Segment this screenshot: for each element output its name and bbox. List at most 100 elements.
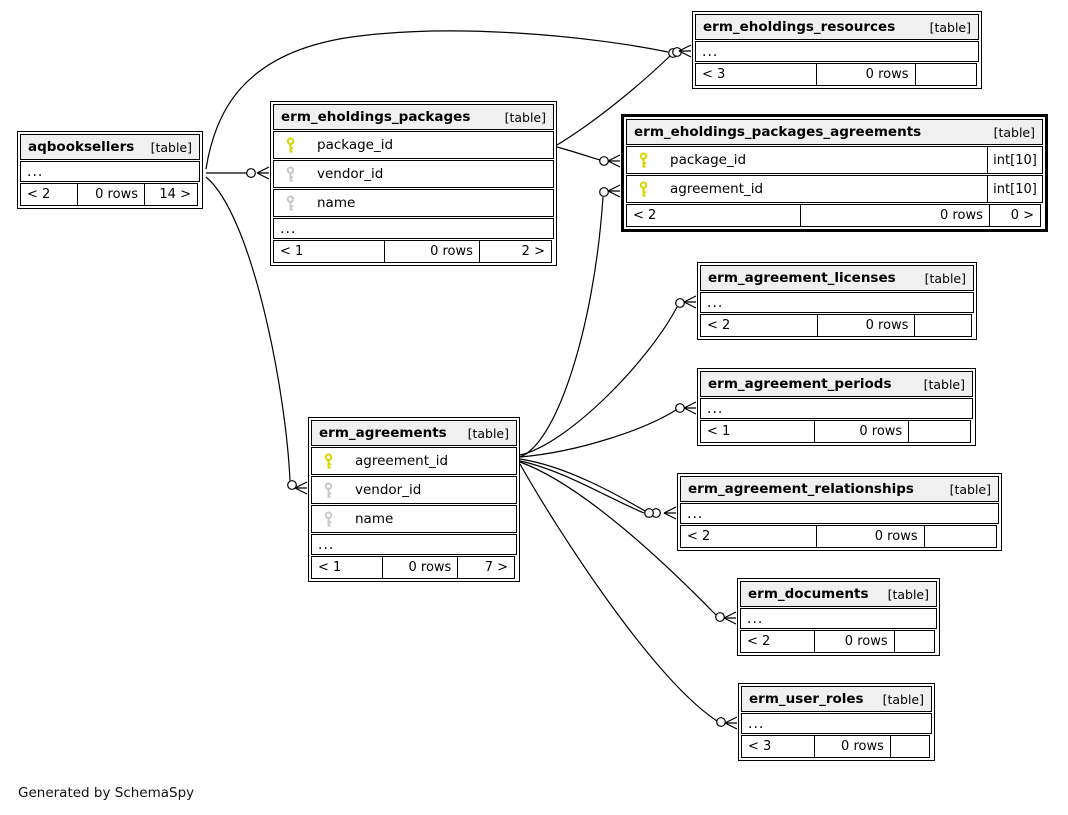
table-node-erm_eholdings_packages_agreements[interactable]: erm_eholdings_packages_agreements [table]… (621, 114, 1048, 232)
more-columns-ellipsis: ... (273, 218, 554, 239)
parents-count: 2 > (478, 240, 552, 263)
column-row-vendor_id[interactable]: vendor_id (273, 160, 554, 188)
table-node-erm_agreement_relationships[interactable]: erm_agreement_relationships[table]...< 2… (677, 473, 1002, 551)
crows-foot-icon (724, 716, 738, 730)
table-header[interactable]: erm_agreements[table] (311, 420, 517, 446)
table-header[interactable]: aqbooksellers[table] (20, 134, 200, 160)
column-row-vendor_id[interactable]: vendor_id (311, 476, 517, 504)
parents-count: 0 > (988, 204, 1041, 227)
relationship-curve (205, 176, 291, 482)
children-count: < 2 (626, 204, 802, 227)
crows-foot-icon (607, 154, 621, 168)
more-columns-ellipsis: ... (695, 41, 979, 62)
relationship-curve (519, 460, 645, 514)
table-header[interactable]: erm_agreement_licenses [table] (700, 265, 974, 291)
column-main: vendor_id (274, 161, 553, 187)
index-key-icon (323, 510, 334, 528)
more-columns-ellipsis: ... (700, 398, 973, 419)
parents-count (914, 63, 977, 86)
children-count: < 2 (740, 630, 815, 653)
table-name: erm_agreement_periods (708, 376, 892, 392)
column-row-name[interactable]: name (311, 505, 517, 533)
table-node-erm_agreements[interactable]: erm_agreements[table]agreement_id vendor_… (308, 417, 520, 582)
column-main: agreement_id (627, 176, 987, 202)
relationship-curve (556, 54, 672, 146)
relationship-curve (519, 463, 718, 722)
relationship-curve (519, 458, 646, 512)
column-main: package_id (274, 132, 553, 158)
column-name: vendor_id (355, 482, 422, 498)
table-type-badge: [table] (924, 270, 966, 286)
children-count: < 1 (311, 556, 384, 579)
row-count: 0 rows (816, 525, 925, 548)
column-main: package_id (627, 147, 987, 173)
zero-cardinality-circle (675, 403, 685, 413)
children-count: < 2 (20, 183, 78, 206)
more-columns-ellipsis: ... (20, 161, 200, 182)
column-name: name (355, 511, 394, 527)
zero-cardinality-circle (716, 717, 726, 727)
crows-foot-icon (663, 506, 677, 520)
row-count: 0 rows (76, 183, 145, 206)
generated-by-note: Generated by SchemaSpy (18, 785, 195, 801)
table-header[interactable]: erm_eholdings_packages_agreements [table] (626, 119, 1043, 145)
parents-count (914, 314, 972, 337)
table-name: erm_agreement_licenses (708, 270, 896, 286)
table-header[interactable]: erm_user_roles[table] (741, 686, 932, 712)
crows-foot-icon (723, 611, 737, 625)
zero-cardinality-circle (287, 480, 297, 490)
column-name: package_id (317, 137, 394, 153)
table-name: erm_user_roles (749, 691, 864, 707)
crows-foot-icon (256, 166, 270, 180)
table-header[interactable]: erm_documents[table] (740, 581, 937, 607)
primary-key-icon (638, 151, 649, 169)
more-columns-ellipsis: ... (680, 503, 999, 524)
table-type-badge: [table] (923, 376, 965, 392)
row-count: 0 rows (814, 735, 891, 758)
table-header[interactable]: erm_eholdings_packages[table] (273, 104, 554, 130)
row-count: 0 rows (800, 204, 990, 227)
relationship-curve (519, 196, 604, 458)
column-row-package_id[interactable]: package_id (273, 131, 554, 159)
table-header[interactable]: erm_eholdings_resources[table] (695, 14, 979, 40)
column-row-name[interactable]: name (273, 189, 554, 217)
primary-key-icon (285, 136, 296, 154)
row-count: 0 rows (384, 240, 480, 263)
index-key-icon (285, 165, 296, 183)
zero-cardinality-circle (599, 187, 609, 197)
table-header[interactable]: erm_agreement_periods [table] (700, 371, 973, 397)
children-count: < 3 (741, 735, 816, 758)
parents-count (923, 525, 997, 548)
parents-count (893, 630, 935, 653)
table-header[interactable]: erm_agreement_relationships[table] (680, 476, 999, 502)
table-name: erm_eholdings_packages_agreements (634, 124, 922, 140)
column-type: int[10] (987, 147, 1042, 173)
table-name: erm_eholdings_resources (703, 19, 896, 35)
row-count: 0 rows (382, 556, 459, 579)
relationship-curve (519, 461, 717, 616)
crows-foot-icon (678, 44, 692, 58)
table-type-badge: [table] (150, 139, 192, 155)
row-count: 0 rows (816, 63, 916, 86)
row-count: 0 rows (813, 420, 910, 443)
column-row-agreement_id[interactable]: agreement_id (311, 447, 517, 475)
table-name: erm_agreements (319, 425, 447, 441)
more-columns-ellipsis: ... (700, 292, 974, 313)
children-count: < 1 (273, 240, 386, 263)
column-main: name (312, 506, 516, 532)
table-type-badge: [table] (993, 124, 1035, 140)
